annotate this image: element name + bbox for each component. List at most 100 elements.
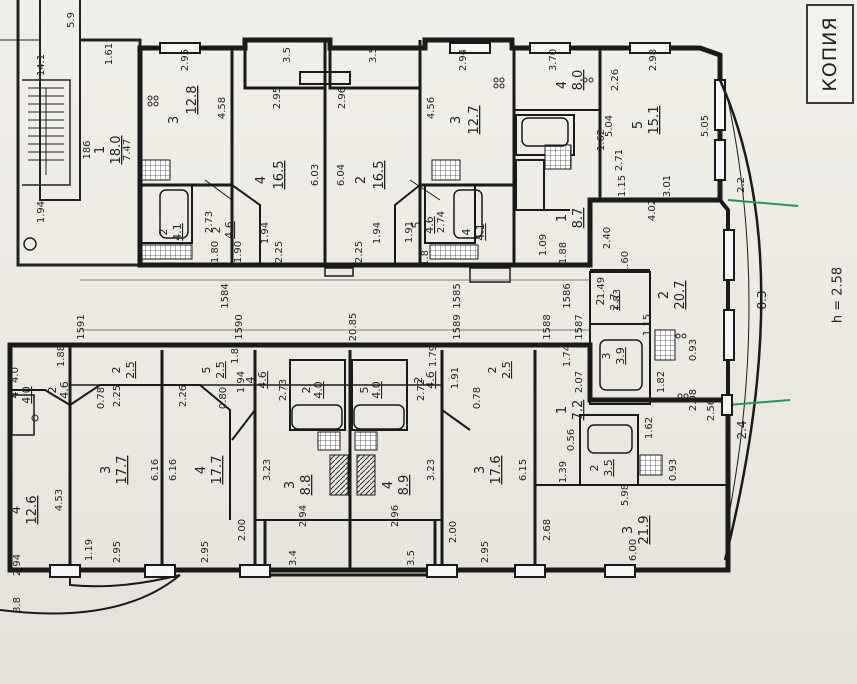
window-marks-lower <box>49 394 733 578</box>
dimension: 2.94 <box>458 49 469 71</box>
dimension: 2.68 <box>542 519 553 541</box>
dimension: 20.85 <box>348 313 359 342</box>
dimension: 1.61 <box>104 43 115 65</box>
room-number: 4 <box>254 176 269 184</box>
dimension: 1.15 <box>617 175 628 197</box>
dimension: 2.71 <box>614 149 625 171</box>
dimension: 6.04 <box>336 164 347 186</box>
room-number: 2 <box>300 387 313 394</box>
room-number: 4 <box>244 377 257 384</box>
room-area: 17.6 <box>489 456 504 485</box>
ceiling-height-text: h = 2.58 <box>830 266 846 324</box>
dimension: 2.25 <box>112 385 123 407</box>
dimension: 1.39 <box>558 461 569 483</box>
room-area: 4.0 <box>370 381 383 399</box>
dimension: 2.96 <box>390 505 401 527</box>
room-area: 21.9 <box>637 516 652 545</box>
upper-wing <box>137 37 730 402</box>
room-area: 2.5 <box>500 361 513 379</box>
room-number: 3 <box>600 353 613 360</box>
room-number: 5 <box>358 387 371 394</box>
dimension: 2.4 <box>735 420 749 439</box>
room-number: 4 <box>9 506 24 514</box>
dimension: 6.16 <box>150 459 161 481</box>
window-marks-upper <box>159 42 735 361</box>
room-number: 3 <box>167 116 182 124</box>
dimension: 2.95 <box>112 541 123 563</box>
room-number: 2 <box>594 299 607 306</box>
room-area: 4.6 <box>58 381 71 399</box>
room-area: 4.0 <box>312 381 325 399</box>
dimension: 2.56 <box>706 399 717 421</box>
dimension: 1.94 <box>372 222 383 244</box>
room-number: 2 <box>110 367 123 374</box>
dimension: 4.56 <box>426 97 437 119</box>
dimension: 1.88 <box>558 242 569 264</box>
dimension: 8.3 <box>755 290 769 309</box>
room-area: 17.7 <box>210 456 225 485</box>
dimension: 1.83 <box>612 289 623 311</box>
room-area: 8.0 <box>571 70 586 91</box>
dimension: 2.94 <box>12 554 23 576</box>
room-labels: 3 12.8 4 16.5 2 16.5 3 12.7 4 8.0 5 15.1… <box>8 70 688 545</box>
room-number: 3 <box>473 466 488 474</box>
dimension: 1.91 <box>404 221 415 243</box>
room-number: 1 <box>555 406 570 414</box>
room-number: 1 <box>555 214 570 222</box>
room-area: 8.8 <box>299 475 314 496</box>
dimension: 0.80 <box>218 387 229 409</box>
dimension: 186 <box>82 140 93 159</box>
room-area: 12.8 <box>185 86 200 115</box>
room-area: 16.5 <box>372 161 387 190</box>
room-number: 2 <box>46 387 59 394</box>
dimension: 5.9 <box>66 12 77 28</box>
dimension: 2.72 <box>416 379 427 401</box>
room-area: 4.0 <box>20 386 33 404</box>
room-area: 17.7 <box>115 456 130 485</box>
room-area: 4.6 <box>423 216 436 234</box>
dimension: 1.94 <box>236 371 247 393</box>
room-area: 15.1 <box>647 106 662 135</box>
dimension: 2.95 <box>200 541 211 563</box>
room-number: 4 <box>460 229 473 236</box>
dimension: 1.62 <box>596 129 607 151</box>
dimension: 2.95 <box>480 541 491 563</box>
copy-stamp: КОПИЯ <box>806 4 854 104</box>
room-number: 5 <box>410 222 423 229</box>
dimension: 1.94 <box>260 222 271 244</box>
dimension: 2.95 <box>272 87 283 109</box>
dimension: 2.25 <box>274 241 285 263</box>
dimension: 2.26 <box>178 385 189 407</box>
dimension: 5.98 <box>620 484 631 506</box>
dimension: 2.73 <box>204 211 215 233</box>
dimension: 3.5 <box>406 550 417 566</box>
room-area: 8.9 <box>397 475 412 496</box>
room-number: 2 <box>588 465 601 472</box>
room-area: 2.7 <box>608 293 621 311</box>
room-area: 20.7 <box>673 281 688 310</box>
dimension: 1.80 <box>210 241 221 263</box>
room-number: 4 <box>555 81 570 89</box>
dimension: 1.82 <box>656 371 667 393</box>
room-number: 3 <box>621 526 636 534</box>
dimension: 1587 <box>574 314 585 339</box>
fixture-symbols <box>31 77 689 422</box>
dimension: 1589 <box>452 314 463 339</box>
dimension: 4.53 <box>54 489 65 511</box>
dimension: 1584 <box>220 283 231 308</box>
room-area: 18.0 <box>109 136 124 165</box>
dimension: 3.5 <box>282 47 293 63</box>
room-area: 12.6 <box>25 496 40 525</box>
dimension: 8.8 <box>12 597 23 613</box>
dimension: 1586 <box>562 283 573 308</box>
dimension: 7.47 <box>122 139 133 161</box>
dimension: 2.96 <box>337 87 348 109</box>
dimension: 1.74 <box>562 345 573 367</box>
dimension: 1585 <box>452 283 463 308</box>
room-number: 2 <box>486 367 499 374</box>
dimension: 6.00 <box>628 539 639 561</box>
room-area: 2.5 <box>214 361 227 379</box>
room-number: 2 <box>157 229 170 236</box>
dimension: 1590 <box>234 314 245 339</box>
